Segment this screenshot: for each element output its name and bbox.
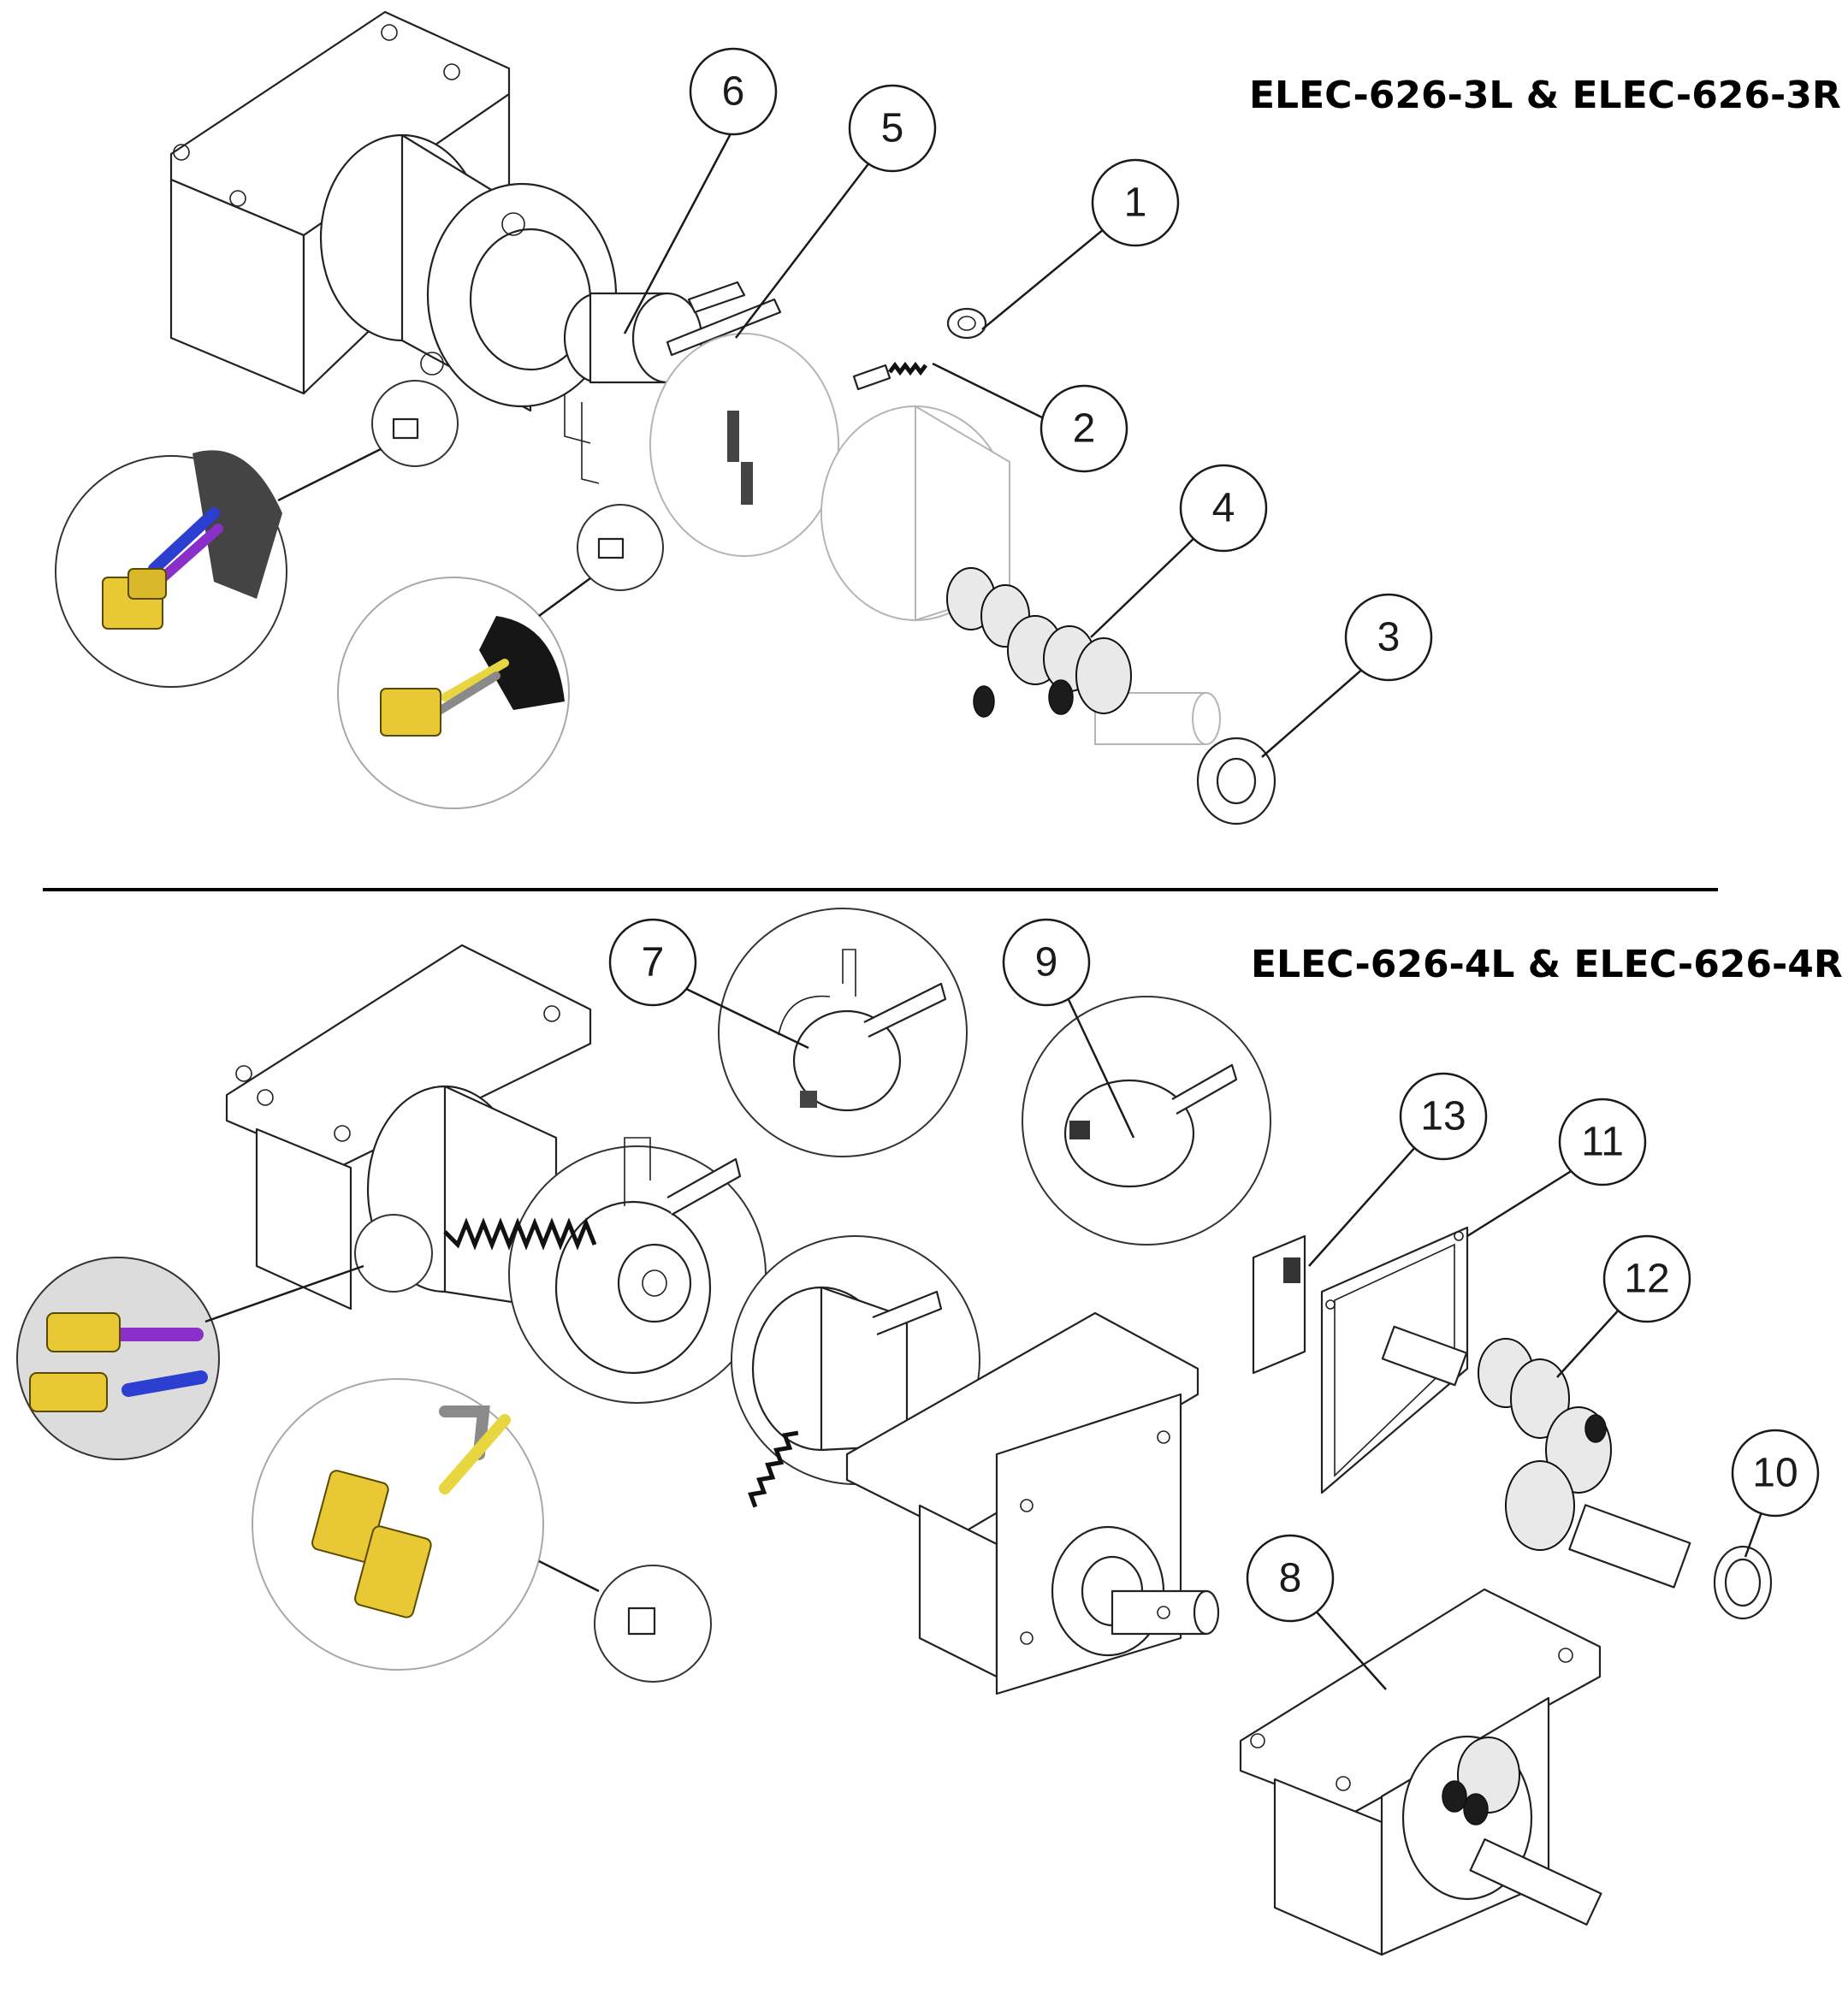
end-cap-zoom-part-9 xyxy=(1022,996,1271,1246)
top-connector-zoom-b xyxy=(337,504,664,809)
callout-8: 8 xyxy=(1246,1534,1387,1690)
callout-5: 5 xyxy=(735,84,937,339)
callout-13-label: 13 xyxy=(1420,1094,1466,1139)
bottom-left-spring xyxy=(443,1217,597,1251)
gearbox-housing-part-8 xyxy=(1239,1588,1602,1956)
callout-9-label: 9 xyxy=(1035,940,1058,985)
callout-11: 11 xyxy=(1466,1098,1647,1238)
callout-9: 9 xyxy=(1002,918,1135,1139)
callout-2-label: 2 xyxy=(1073,406,1096,452)
callout-4: 4 xyxy=(1090,464,1268,638)
plate-part-13 xyxy=(1252,1234,1306,1375)
brush-holder-zoom-part-7 xyxy=(718,908,968,1157)
callout-8-label: 8 xyxy=(1279,1556,1302,1601)
callout-1-label: 1 xyxy=(1124,180,1147,226)
callout-3: 3 xyxy=(1261,593,1433,758)
callout-11-label: 11 xyxy=(1581,1120,1624,1165)
bottom-middle-gearbox xyxy=(845,1311,1220,1695)
top-commutator-shaft xyxy=(563,292,703,384)
callout-12-label: 12 xyxy=(1624,1257,1669,1302)
callout-6: 6 xyxy=(623,47,778,334)
washer-part-10 xyxy=(1713,1545,1773,1620)
callout-3-label: 3 xyxy=(1377,615,1401,660)
washer-part-3 xyxy=(1196,737,1276,825)
callout-10: 10 xyxy=(1731,1429,1820,1558)
callout-4-label: 4 xyxy=(1212,486,1235,531)
callout-2: 2 xyxy=(932,362,1128,473)
callout-12: 12 xyxy=(1556,1234,1691,1378)
callout-13: 13 xyxy=(1308,1072,1488,1267)
callout-6-label: 6 xyxy=(722,69,745,115)
callout-7: 7 xyxy=(608,918,809,1050)
brush-bracket-part-5 xyxy=(564,281,782,484)
callout-7-label: 7 xyxy=(642,940,665,985)
top-connector-zoom-a xyxy=(55,380,459,688)
bottom-connector-zoom-b xyxy=(252,1378,712,1683)
gear-cluster-part-4 xyxy=(946,567,1132,718)
bottom-left-gearbox-housing xyxy=(225,944,592,1311)
callout-5-label: 5 xyxy=(881,106,904,151)
title-top-models: ELEC-626-3L & ELEC-626-3R xyxy=(1249,74,1841,117)
title-bottom-models: ELEC-626-4L & ELEC-626-4R xyxy=(1251,943,1843,986)
bottom-left-connector-zoom xyxy=(16,1214,433,1460)
callout-10-label: 10 xyxy=(1752,1451,1798,1496)
top-end-cap-faint xyxy=(649,333,1010,622)
top-output-shaft-faint xyxy=(1094,692,1221,745)
top-motor-body xyxy=(319,133,618,412)
gear-cluster-part-12 xyxy=(1381,1325,1691,1589)
collar-part-1 xyxy=(946,307,987,340)
brush-part-2 xyxy=(852,361,927,391)
callout-1: 1 xyxy=(981,158,1180,330)
